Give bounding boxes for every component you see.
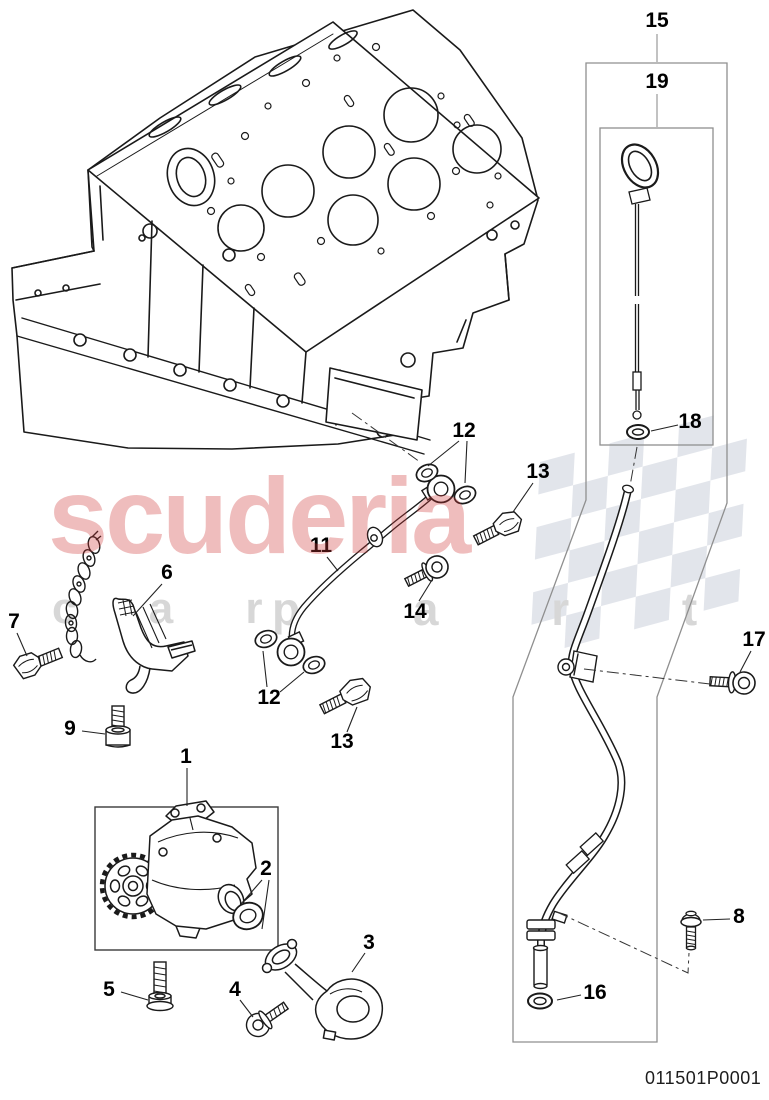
callout-16: 16 (583, 981, 607, 1004)
washers-12-illustration (254, 463, 477, 675)
callout-1: 1 (180, 745, 192, 768)
callout-15: 15 (645, 9, 669, 32)
watermark-word-parts: p a r t s (272, 583, 769, 635)
bolt-13-top-illustration (472, 511, 523, 546)
callout-5: 5 (103, 978, 115, 1001)
bolt-14-illustration (403, 555, 449, 588)
bolt-7-illustration (12, 647, 64, 680)
bolt-17-illustration (709, 671, 756, 695)
callout-8: 8 (733, 905, 745, 928)
callout-19: 19 (645, 70, 669, 93)
oil-pipe-illustration (276, 474, 456, 667)
bolt-5-illustration (146, 961, 174, 1012)
seal-bushing-illustration (232, 901, 264, 931)
drawing-number: 011501P0001 (645, 1068, 762, 1088)
watermark-brand-scuderia: scuderia (48, 455, 471, 576)
callout-12-bottom: 12 (257, 686, 281, 709)
alignment-lines (351, 412, 711, 974)
callout-3: 3 (363, 931, 375, 954)
timing-chain-illustration (64, 530, 102, 663)
bolt-8-illustration (680, 910, 702, 951)
callout-11: 11 (309, 534, 333, 557)
callout-7: 7 (8, 610, 20, 633)
callout-4: 4 (229, 978, 241, 1001)
bolt-13-bottom-illustration (318, 677, 372, 715)
dipstick-tube-illustration (526, 484, 634, 990)
callout-14: 14 (403, 600, 427, 623)
watermark-word-car: c a r (52, 584, 293, 633)
o-ring-16-illustration (527, 992, 553, 1010)
callout-6: 6 (161, 561, 173, 584)
callout-13-bottom: 13 (330, 730, 354, 753)
chain-tensioner-illustration (112, 597, 196, 694)
callout-2: 2 (260, 857, 272, 880)
callout-18: 18 (678, 410, 702, 433)
o-ring-18-illustration (626, 424, 650, 440)
callout-9: 9 (64, 717, 76, 740)
callout-12-top: 12 (452, 419, 476, 442)
bolt-9-illustration (105, 705, 131, 748)
engine-block-illustration (11, 9, 540, 455)
bolt-4-illustration (245, 1001, 290, 1038)
suction-pipe-illustration (261, 938, 384, 1041)
leader-lines (16, 34, 752, 1018)
group-box-19 (599, 127, 714, 446)
group-box-15 (512, 62, 728, 1043)
dipstick-illustration (620, 143, 660, 420)
callout-17: 17 (742, 628, 766, 651)
oil-pump-illustration (99, 800, 257, 939)
callout-13-top: 13 (526, 460, 550, 483)
